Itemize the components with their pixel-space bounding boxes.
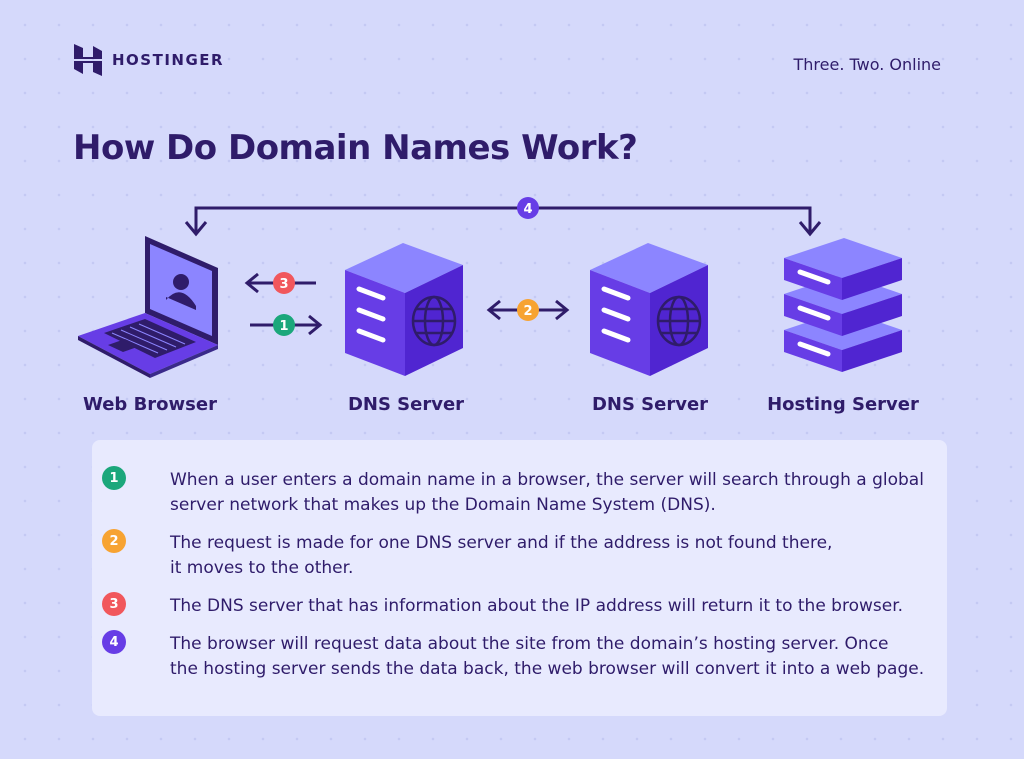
step-1-badge: [273, 314, 295, 336]
step-4-badge: [517, 197, 539, 219]
step-1-line-2: server network that makes up the Domain …: [170, 495, 716, 515]
step-2-text: The request is made for one DNS server a…: [170, 531, 970, 581]
step-2-number: 2: [102, 529, 126, 553]
step-item-4: 4 The browser will request data about th…: [102, 630, 970, 682]
dns-server-2-icon: [590, 243, 708, 376]
steps-panel: 1 When a user enters a domain name in a …: [92, 440, 947, 716]
laptop-icon: [78, 236, 218, 378]
step-item-1: 1 When a user enters a domain name in a …: [102, 466, 970, 518]
node-label-dns-server-2: DNS Server: [591, 394, 709, 415]
arrow-step-2: 2: [486, 299, 570, 321]
step-4-text: The browser will request data about the …: [170, 632, 970, 682]
step-4-badge-label: 4: [523, 202, 532, 217]
step-4-line-2: the hosting server sends the data back, …: [170, 659, 925, 679]
step-4-number: 4: [102, 630, 126, 654]
dns-server-1-icon: [345, 243, 463, 376]
tagline: Three. Two. Online: [793, 55, 942, 74]
step-3-badge: [273, 272, 295, 294]
step-3-badge-label: 3: [279, 277, 288, 292]
node-label-dns-server-1: DNS Server: [347, 394, 465, 415]
hosting-server-icon: [784, 238, 902, 372]
step-2-line-2: it moves to the other.: [170, 558, 354, 578]
step-2-badge: [517, 299, 539, 321]
step-3-number: 3: [102, 592, 126, 616]
brand-logo: HOSTINGER: [74, 44, 224, 76]
step-1-line-1: When a user enters a domain name in a br…: [170, 470, 924, 490]
arrow-step-3: 3: [244, 272, 316, 294]
step-1-number: 1: [102, 466, 126, 490]
hostinger-logo-icon: [74, 44, 102, 76]
arrow-step-4: 4: [184, 197, 822, 237]
step-3-line-1: The DNS server that has information abou…: [170, 596, 904, 616]
page-title: How Do Domain Names Work?: [73, 128, 638, 168]
dns-flow-diagram: 4 3 1 2: [78, 197, 902, 378]
step-2-badge-label: 2: [523, 304, 532, 319]
step-2-line-1: The request is made for one DNS server a…: [170, 533, 833, 553]
node-label-hosting-server: Hosting Server: [767, 394, 919, 415]
step-item-3: 3 The DNS server that has information ab…: [102, 592, 970, 619]
step-1-text: When a user enters a domain name in a br…: [170, 468, 970, 518]
node-label-web-browser: Web Browser: [83, 394, 217, 415]
step-4-line-1: The browser will request data about the …: [170, 634, 889, 654]
step-1-badge-label: 1: [279, 319, 288, 334]
arrow-step-1: 1: [250, 314, 323, 336]
brand-name: HOSTINGER: [112, 51, 225, 69]
step-item-2: 2 The request is made for one DNS server…: [102, 529, 970, 581]
step-3-text: The DNS server that has information abou…: [170, 594, 970, 619]
